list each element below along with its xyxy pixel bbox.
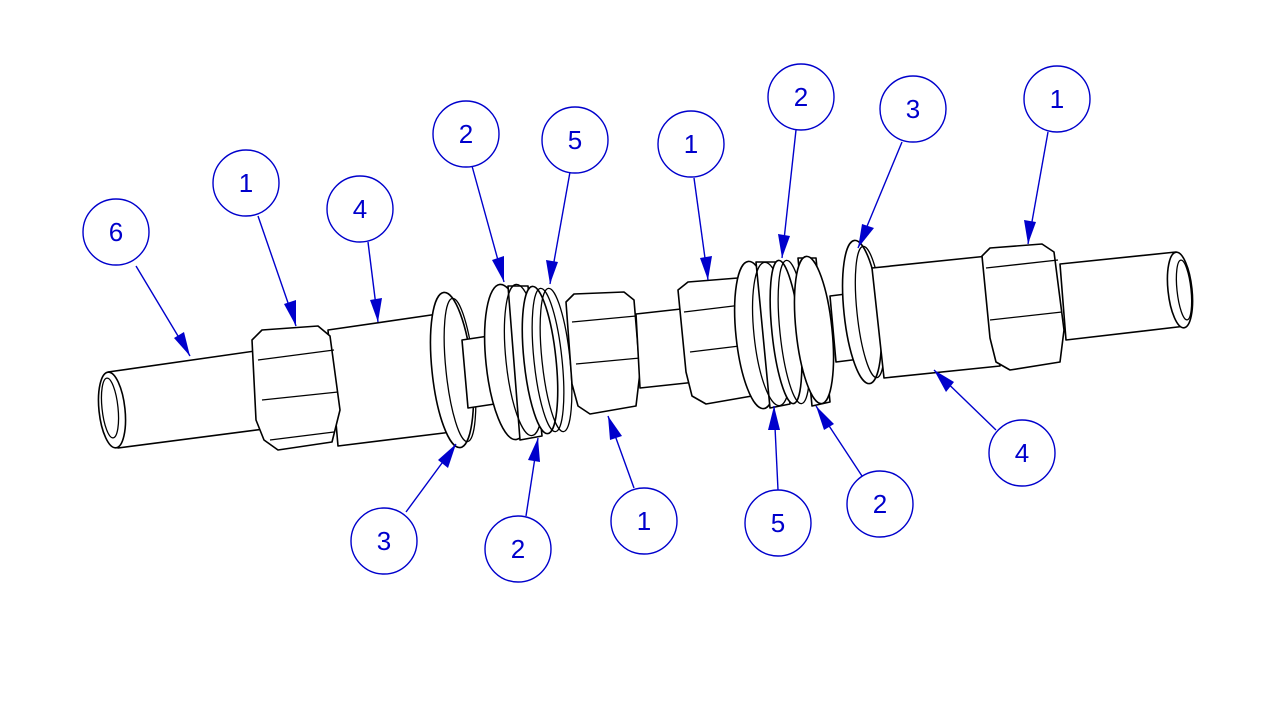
- arrowhead-3b: [858, 224, 874, 248]
- balloon-2a-label: 2: [459, 119, 473, 149]
- part-1-hex-nut-center-left: [565, 291, 641, 415]
- balloon-4b-label: 4: [1015, 438, 1029, 468]
- balloon-5a-label: 5: [568, 125, 582, 155]
- balloon-3b: 3: [879, 75, 947, 143]
- arrowhead-1c: [1024, 220, 1036, 244]
- arrowhead-6: [174, 332, 190, 356]
- balloon-4b: 4: [988, 419, 1056, 487]
- balloon-1c-label: 1: [1050, 84, 1064, 114]
- balloon-2b: 2: [767, 63, 835, 131]
- arrowhead-4a: [370, 298, 382, 322]
- balloon-1d-label: 1: [637, 506, 651, 536]
- callout-leaders: [135, 129, 1049, 517]
- part-6-end-stub: [97, 349, 273, 449]
- part-5-seal-left: [521, 285, 573, 435]
- balloon-1c: 1: [1023, 65, 1091, 133]
- balloon-2b-label: 2: [794, 82, 808, 112]
- balloon-1b: 1: [657, 110, 725, 178]
- arrowhead-5a: [546, 260, 558, 284]
- part-1-hex-nut-right: [981, 243, 1065, 371]
- balloon-4a: 4: [326, 175, 394, 243]
- arrowhead-2b: [778, 234, 790, 258]
- arrowhead-2d: [816, 406, 834, 430]
- arrowhead-2c: [528, 438, 540, 462]
- balloon-2d-label: 2: [873, 489, 887, 519]
- balloon-1b-label: 1: [684, 129, 698, 159]
- balloon-2d: 2: [846, 470, 914, 538]
- arrowhead-1d: [608, 416, 622, 440]
- balloon-2c-label: 2: [511, 534, 525, 564]
- arrowhead-1a: [284, 300, 296, 326]
- arrowhead-2a: [492, 256, 504, 282]
- balloon-3a-label: 3: [377, 526, 391, 556]
- part-4-tube-right: [871, 255, 1001, 379]
- arrowhead-4b: [934, 370, 954, 392]
- balloon-5b-label: 5: [771, 508, 785, 538]
- balloon-2c: 2: [484, 515, 552, 583]
- balloon-1a-label: 1: [239, 168, 253, 198]
- balloon-4a-label: 4: [353, 194, 367, 224]
- part-1-hex-nut-left: [251, 325, 341, 451]
- balloon-3a: 3: [350, 507, 418, 575]
- arrowhead-3a: [438, 444, 456, 468]
- balloon-2a: 2: [432, 100, 500, 168]
- part-2-ring-right-b: [793, 255, 835, 407]
- balloon-1d: 1: [610, 487, 678, 555]
- balloon-3b-label: 3: [906, 94, 920, 124]
- arrowhead-1b: [700, 256, 712, 280]
- callout-balloons: 6 1 4 2 5 1 2 3: [82, 63, 1091, 583]
- arrowhead-5b: [768, 406, 780, 430]
- right-end-stub: [1059, 251, 1194, 341]
- balloon-6: 6: [82, 198, 150, 266]
- balloon-5b: 5: [744, 489, 812, 557]
- assembly-parts: [97, 239, 1194, 451]
- balloon-5a: 5: [541, 106, 609, 174]
- balloon-6-label: 6: [109, 217, 123, 247]
- balloon-1a: 1: [212, 149, 280, 217]
